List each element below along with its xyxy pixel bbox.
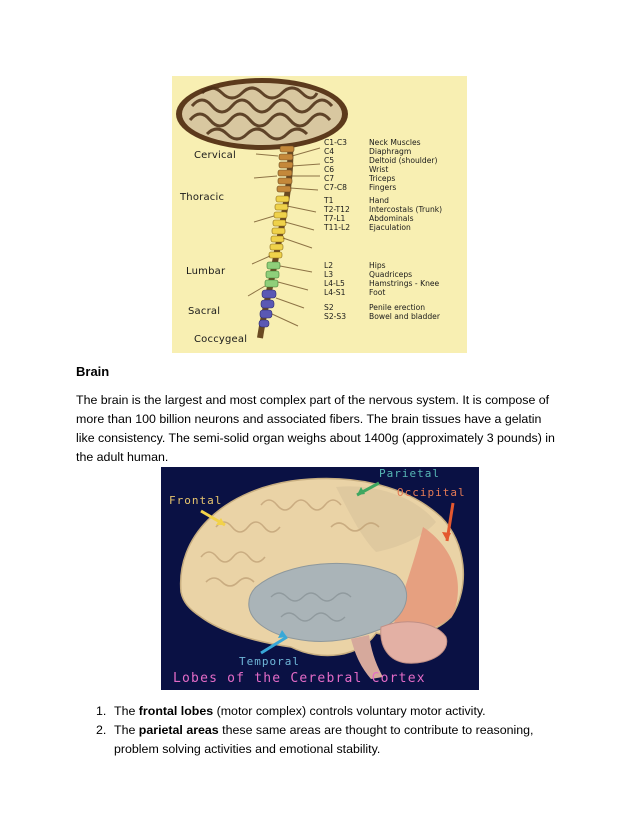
segment-level: L3 [324,270,334,279]
segment-level: L4-L5 [324,279,345,288]
segment-function: Diaphragm [369,147,412,156]
region-lumbar: Lumbar [186,266,226,277]
spinal-cord-figure: Cervical Thoracic Lumbar Sacral Coccygea… [172,76,467,353]
bold-term: frontal lobes [138,704,214,718]
segment-level: S2 [324,303,334,312]
brain-illustration [179,477,464,679]
label-frontal: Frontal [169,494,223,507]
region-cervical: Cervical [194,150,236,161]
label-occipital: Occipital [397,486,466,499]
label-temporal: Temporal [239,655,300,668]
segment-function: Neck Muscles [369,138,421,147]
region-thoracic: Thoracic [180,192,225,203]
list-text: (motor complex) controls voluntary motor… [213,704,486,718]
segment-function: Wrist [369,165,389,174]
segment-function: Hamstrings - Knee [369,279,440,288]
segment-function: Bowel and bladder [369,312,440,321]
list-prefix: The [114,704,139,718]
segment-level: L2 [324,261,334,270]
segment-function: Quadriceps [369,270,413,279]
segment-level: L4-S1 [324,288,346,297]
segment-function: Penile erection [369,303,426,312]
paragraph-line: The brain is the largest and most comple… [76,393,550,407]
paragraph-line: the adult human. [76,450,169,464]
segment-function: Deltoid (shoulder) [369,156,438,165]
region-sacral: Sacral [188,306,221,317]
segment-level: C7 [324,174,335,183]
list-item: 2. The parietal areas these same areas a… [96,721,556,759]
segment-function: Ejaculation [369,223,411,232]
list-item: 1. The frontal lobes (motor complex) con… [96,702,556,721]
segment-level: S2-S3 [324,312,347,321]
lobe-functions-list: 1. The frontal lobes (motor complex) con… [96,702,556,759]
list-number: 2. [96,723,107,737]
segment-function: Hand [369,196,389,205]
segment-level: T1 [324,196,334,205]
figure-caption: Lobes of the Cerebral Cortex [173,671,426,686]
segment-function: Foot [369,288,386,297]
spine-illustration [176,78,348,339]
label-parietal: Parietal [379,467,440,480]
segment-level: C6 [324,165,335,174]
brain-description-paragraph: The brain is the largest and most comple… [76,391,566,467]
segment-level: C1-C3 [324,138,348,147]
list-number: 1. [96,704,107,718]
segment-level: C7-C8 [324,183,348,192]
segment-function: Hips [369,261,386,270]
segment-level: C5 [324,156,335,165]
segment-function: Intercostals (Trunk) [369,205,443,214]
paragraph-line: like consistency. The semi-solid organ w… [76,431,555,445]
list-text: these same areas are thought to contribu… [218,723,534,737]
paragraph-line: more than 100 billion neurons and associ… [76,412,542,426]
segment-function: Abdominals [369,214,414,223]
region-coccygeal: Coccygeal [194,334,248,345]
bold-term: parietal areas [138,723,219,737]
segment-function: Triceps [369,174,396,183]
segment-level: T7-L1 [324,214,346,223]
segment-level: T2-T12 [324,205,350,214]
segment-level: C4 [324,147,335,156]
list-text: problem solving activities and emotional… [114,742,381,756]
cerebral-cortex-lobes-figure: Frontal Parietal Occipital Temporal Lobe… [161,467,479,690]
segment-level: T11-L2 [324,223,351,232]
list-prefix: The [114,723,139,737]
section-heading: Brain [76,364,110,379]
segment-function: Fingers [369,183,397,192]
